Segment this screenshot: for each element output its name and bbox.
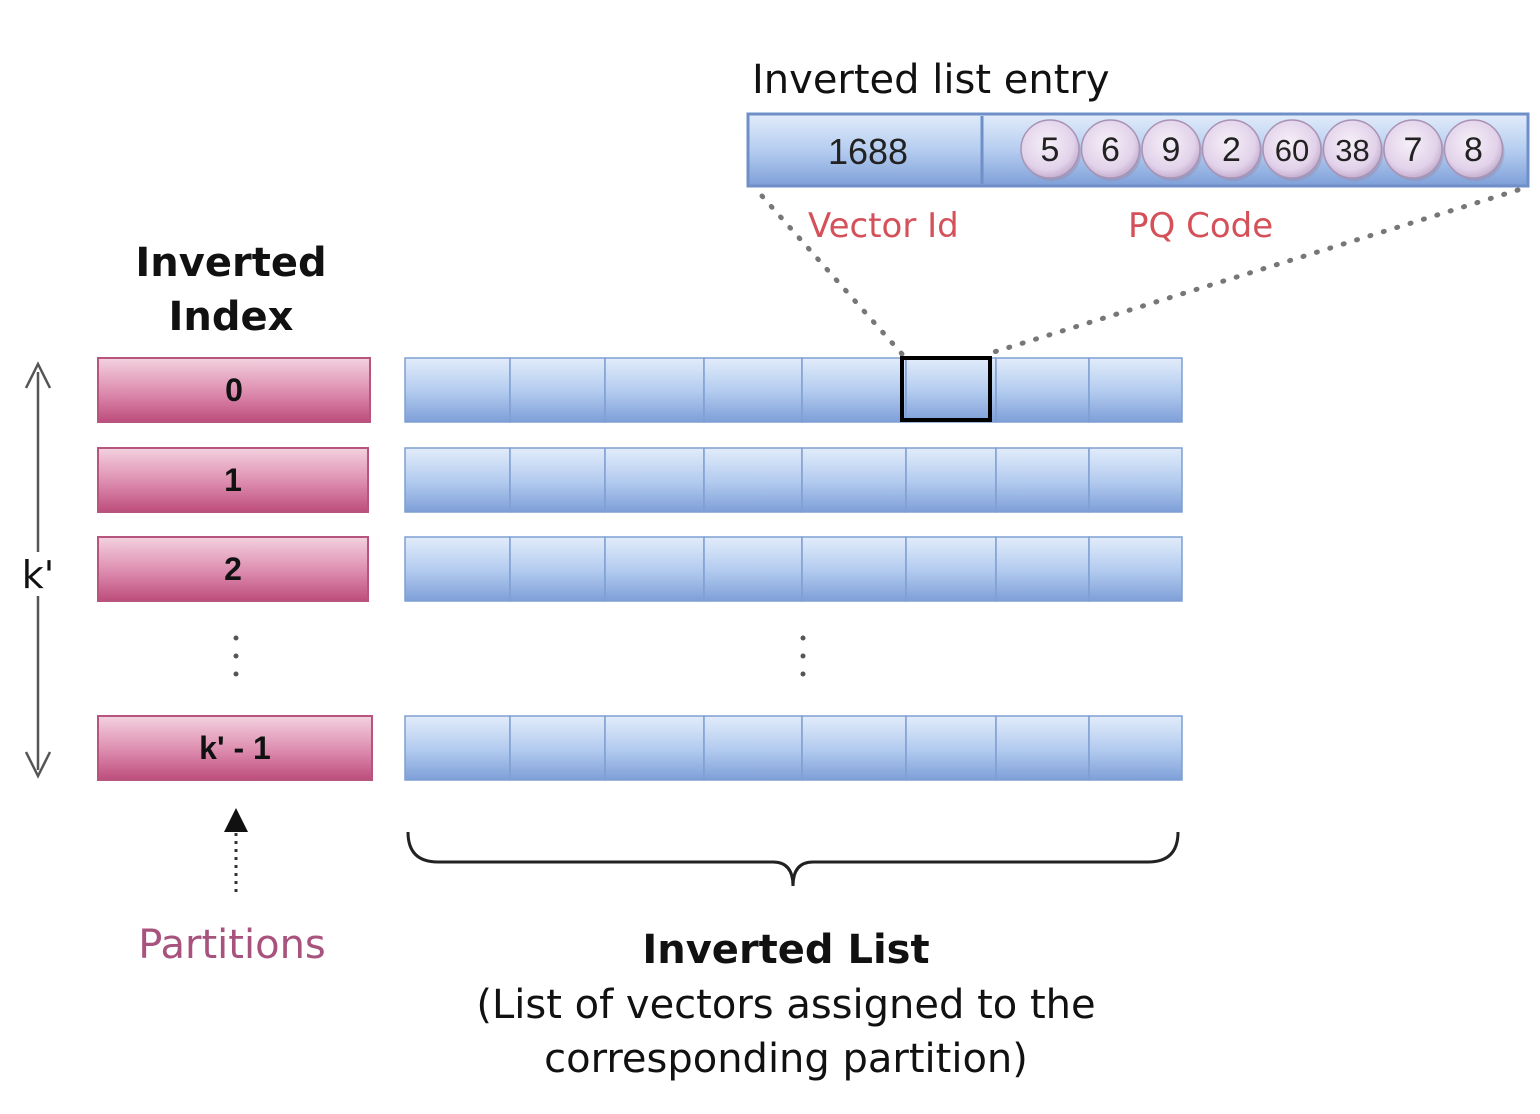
- list-title: Inverted List: [642, 927, 929, 973]
- pq-code-circle: [1020, 119, 1080, 179]
- list-cell: [905, 357, 997, 423]
- pq-code-circle: [1262, 119, 1322, 179]
- list-caption-line1: (List of vectors assigned to the: [476, 982, 1095, 1028]
- pq-code-circle: [1201, 119, 1262, 179]
- pq-code-item: 6: [1080, 119, 1142, 181]
- pq-code: 5 6 9 2 60 38 7 8: [1020, 119, 1505, 181]
- list-cell: [905, 447, 997, 513]
- list-cell: [801, 357, 907, 423]
- partition-box: [97, 357, 371, 423]
- list-cell: [404, 357, 511, 423]
- pq-code-circle: [1080, 119, 1141, 179]
- list-cell: [509, 536, 606, 602]
- pq-code-value: 7: [1404, 131, 1423, 169]
- list-cell: [703, 536, 803, 602]
- pq-code-value: 6: [1101, 131, 1120, 169]
- list-cell: [509, 357, 606, 423]
- list-cell: [995, 357, 1090, 423]
- list-ellipsis: [800, 635, 806, 677]
- list-cell: [1088, 447, 1183, 513]
- list-cell: [801, 536, 907, 602]
- pq-code-item: 7: [1383, 119, 1444, 181]
- pq-code-item: 9: [1141, 119, 1202, 181]
- k-label: k': [22, 553, 54, 597]
- pq-code-value: 5: [1041, 131, 1060, 169]
- pq-code-item: 2: [1201, 119, 1263, 181]
- list-cell: [995, 447, 1090, 513]
- list-cell: [404, 715, 511, 781]
- list-cell: [703, 357, 803, 423]
- pq-code-label: PQ Code: [1128, 206, 1273, 246]
- vector-id-label: Vector Id: [808, 206, 959, 246]
- pq-code-item: 38: [1322, 119, 1384, 181]
- inverted-list-row: [404, 536, 1183, 602]
- list-cell: [703, 447, 803, 513]
- list-caption-line2: corresponding partition): [544, 1036, 1028, 1082]
- inverted-list-row: [404, 356, 1183, 423]
- partition-row: 0: [97, 356, 1183, 423]
- list-cell: [905, 715, 997, 781]
- list-cell: [404, 447, 511, 513]
- list-cell: [604, 447, 705, 513]
- list-cell: [1088, 357, 1183, 423]
- index-title-line2: Index: [169, 294, 294, 340]
- inverted-list-entry: 1688 5 6 9 2 60 38 7 8: [746, 112, 1530, 188]
- pq-code-value: 2: [1222, 131, 1241, 169]
- index-title-line1: Inverted: [135, 240, 326, 286]
- pq-code-item: 60: [1262, 119, 1323, 181]
- pq-code-value: 9: [1162, 131, 1181, 169]
- list-cell: [703, 715, 803, 781]
- vector-id-value: 1688: [828, 131, 908, 172]
- list-cell: [995, 715, 1090, 781]
- list-cell: [404, 536, 511, 602]
- k-arrow-up-head: [24, 361, 52, 389]
- pq-code-circle: [1322, 119, 1383, 179]
- list-cell: [509, 715, 606, 781]
- list-brace: [406, 831, 1180, 887]
- partition-row: 2: [97, 536, 1183, 602]
- k-label-bg: [14, 552, 64, 596]
- index-ellipsis: [233, 635, 239, 677]
- list-cell: [1088, 536, 1183, 602]
- partition-box: [97, 447, 369, 513]
- partition-label: 0: [225, 372, 243, 408]
- pq-code-item: 5: [1020, 119, 1081, 181]
- list-cell: [509, 447, 606, 513]
- list-cell: [604, 715, 705, 781]
- partition-row: k' - 1: [97, 715, 1183, 781]
- highlighted-list-cell: [900, 356, 992, 422]
- pq-code-value: 38: [1335, 133, 1369, 168]
- pq-code-circle: [1141, 119, 1201, 179]
- partition-rows: 0 1 2 k' - 1: [97, 356, 1183, 781]
- pq-code-circle: [1443, 119, 1504, 179]
- pq-code-value: 60: [1275, 133, 1309, 168]
- partition-label: 2: [224, 551, 242, 587]
- pq-code-item: 8: [1443, 119, 1505, 181]
- partitions-label: Partitions: [138, 922, 326, 968]
- list-cell: [905, 536, 997, 602]
- inverted-list-row: [404, 715, 1183, 781]
- partition-label: k' - 1: [199, 730, 271, 766]
- list-cell: [604, 536, 705, 602]
- inverted-list-row: [404, 447, 1183, 513]
- list-cell: [604, 357, 705, 423]
- partitions-arrow-head: [224, 808, 248, 832]
- list-cell: [801, 715, 907, 781]
- list-cell: [995, 536, 1090, 602]
- pq-code-circle: [1383, 119, 1443, 179]
- partition-row: 1: [97, 447, 1183, 513]
- list-cell: [1088, 715, 1183, 781]
- partition-label: 1: [224, 462, 242, 498]
- entry-title: Inverted list entry: [752, 57, 1110, 103]
- list-cell: [801, 447, 907, 513]
- partition-box: [97, 536, 369, 602]
- pq-code-value: 8: [1464, 131, 1483, 169]
- k-arrow-down-head: [24, 751, 52, 779]
- partition-box: [97, 715, 373, 781]
